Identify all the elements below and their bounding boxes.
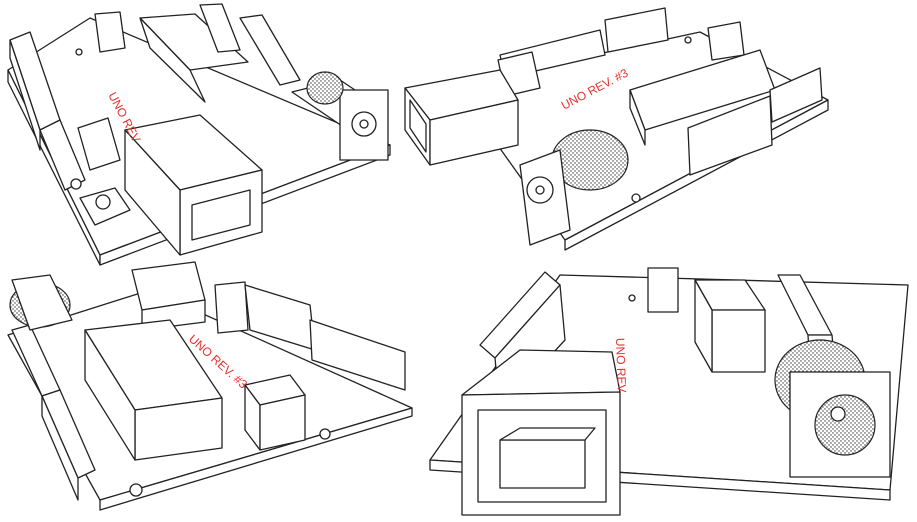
component-ic-face — [711, 309, 766, 373]
power-jack-cylinder — [306, 71, 344, 105]
component-ic-face — [629, 89, 646, 146]
mounting-hole — [70, 178, 82, 190]
crystal-component — [77, 117, 121, 171]
header-right — [687, 95, 773, 176]
header-right-1 — [199, 3, 241, 53]
mounting-hole — [129, 483, 143, 497]
silkscreen-label: UNO REV — [613, 338, 629, 393]
power-jack-pin — [830, 406, 846, 422]
header-right-2 — [239, 14, 301, 86]
component-ic-side — [84, 329, 136, 461]
view-top-right: UNO REV. #3 — [404, 7, 829, 251]
component-ic-face — [139, 17, 206, 103]
header-left-face — [41, 395, 79, 501]
usb-connector-side — [124, 129, 181, 256]
usb-port-inner-top — [499, 427, 596, 441]
view-bottom-left: UNO REV. #3 — [7, 261, 413, 511]
view-top-left: UNO REV — [7, 3, 391, 266]
usb-port-opening — [409, 99, 427, 153]
usb-port-opening — [191, 189, 251, 241]
pcb-board-edge — [99, 407, 413, 511]
usb-connector-side — [429, 99, 519, 166]
mounting-hole — [628, 294, 636, 302]
usb-connector-top — [461, 349, 621, 396]
header-far-right — [769, 67, 823, 123]
view-bottom-right: UNO REV — [429, 267, 909, 516]
power-jack-pin — [359, 119, 369, 129]
power-jack-pin — [535, 185, 545, 195]
component-box-top — [94, 11, 126, 53]
component-box — [647, 267, 679, 313]
header-left-1-face — [9, 39, 41, 151]
mounting-hole — [684, 36, 692, 44]
crystal-component-front — [259, 394, 306, 451]
header-right — [309, 319, 406, 391]
component-box-top-right — [707, 21, 745, 61]
reset-button — [95, 194, 111, 210]
mounting-hole — [631, 193, 641, 203]
mounting-hole — [319, 428, 331, 440]
header-top-2 — [604, 7, 669, 53]
usb-port-inner — [499, 439, 586, 489]
header-left-2 — [39, 119, 86, 191]
power-jack-front — [11, 274, 73, 331]
mounting-hole — [75, 48, 83, 56]
component-small — [214, 281, 249, 334]
power-jack-hole — [814, 394, 876, 456]
component-ic-side — [694, 279, 713, 373]
